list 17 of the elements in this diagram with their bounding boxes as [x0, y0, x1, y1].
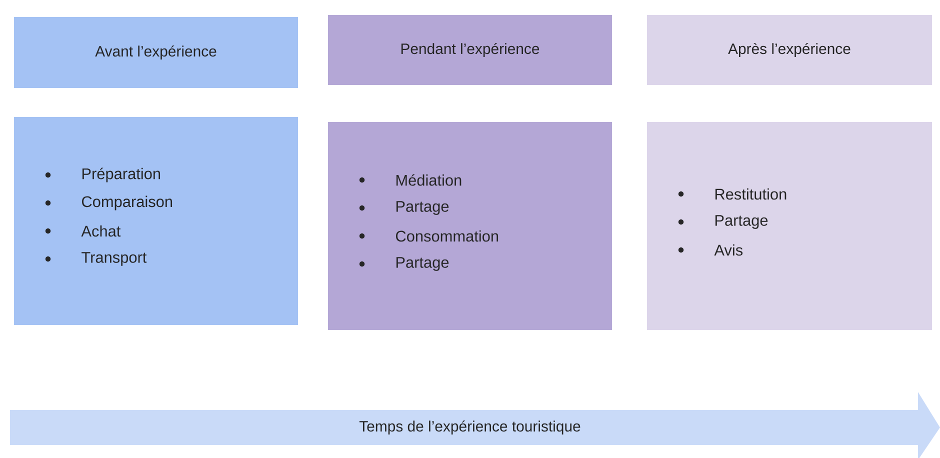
- phase-header-box: Après l’expérience: [647, 15, 932, 85]
- list-item: Partage: [396, 201, 449, 215]
- list-item: Préparation: [82, 168, 160, 182]
- activity-list-box: [328, 122, 612, 330]
- activity-list-box: [647, 122, 932, 330]
- list-item: Partage: [396, 257, 449, 271]
- activity-list-box: [14, 117, 298, 325]
- list-item: Transport: [82, 252, 147, 266]
- list-item: Comparaison: [82, 196, 172, 210]
- phase-header-box: Pendant l’expérience: [328, 15, 612, 85]
- phase-header-box: Avant l’expérience: [14, 17, 298, 88]
- list-item: Médiation: [396, 174, 462, 186]
- list-item: Consommation: [396, 230, 498, 242]
- list-item: Achat: [81, 225, 121, 237]
- list-item: Partage: [715, 215, 768, 229]
- list-item: Restitution: [715, 188, 786, 200]
- list-item: Avis: [714, 244, 743, 256]
